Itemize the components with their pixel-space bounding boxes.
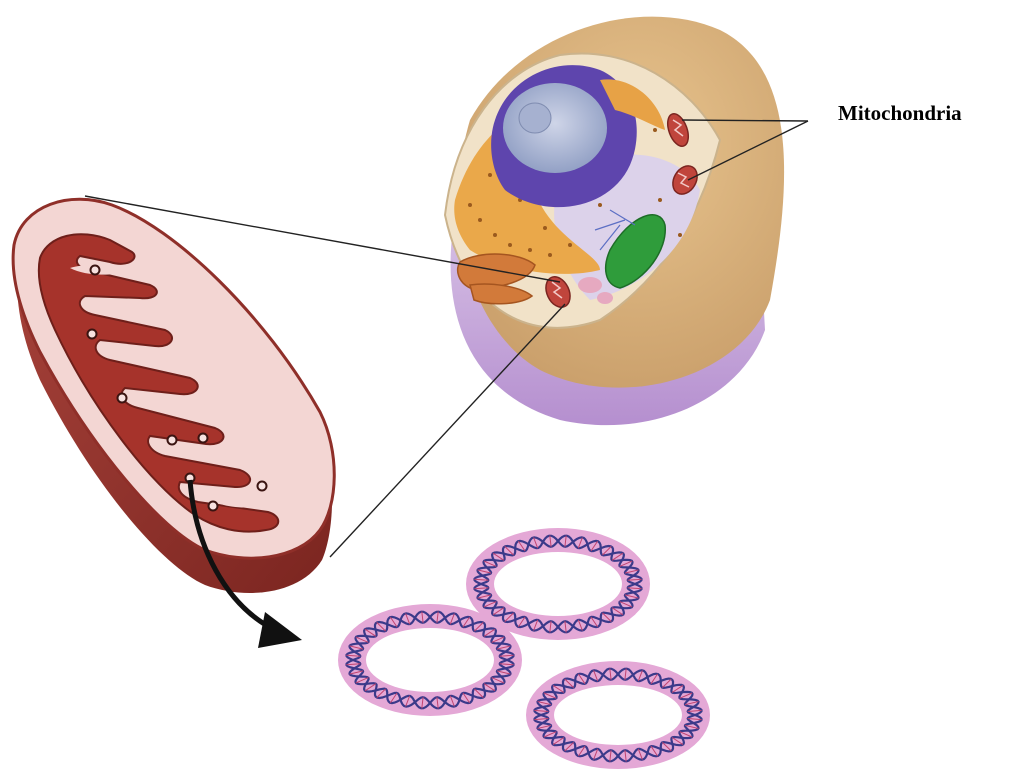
- nucleus: [503, 83, 607, 173]
- dna-ring: [526, 661, 710, 769]
- mitochondrion-cross-section: [13, 199, 334, 593]
- label-leader-line: [682, 120, 808, 121]
- mitochondria-label: Mitochondria: [838, 101, 962, 126]
- animal-cell: [445, 17, 784, 426]
- dna-ring-hole: [366, 628, 494, 692]
- mitochondrial-dna-rings: [338, 528, 710, 769]
- vesicle: [578, 277, 602, 293]
- dna-ring: [338, 604, 522, 716]
- arrowhead-icon: [258, 612, 302, 648]
- dna-ring-hole: [554, 685, 682, 745]
- zoom-line-bottom: [330, 304, 565, 557]
- vesicle: [597, 292, 613, 304]
- dna-ring-hole: [494, 552, 622, 616]
- nucleolus: [519, 103, 551, 133]
